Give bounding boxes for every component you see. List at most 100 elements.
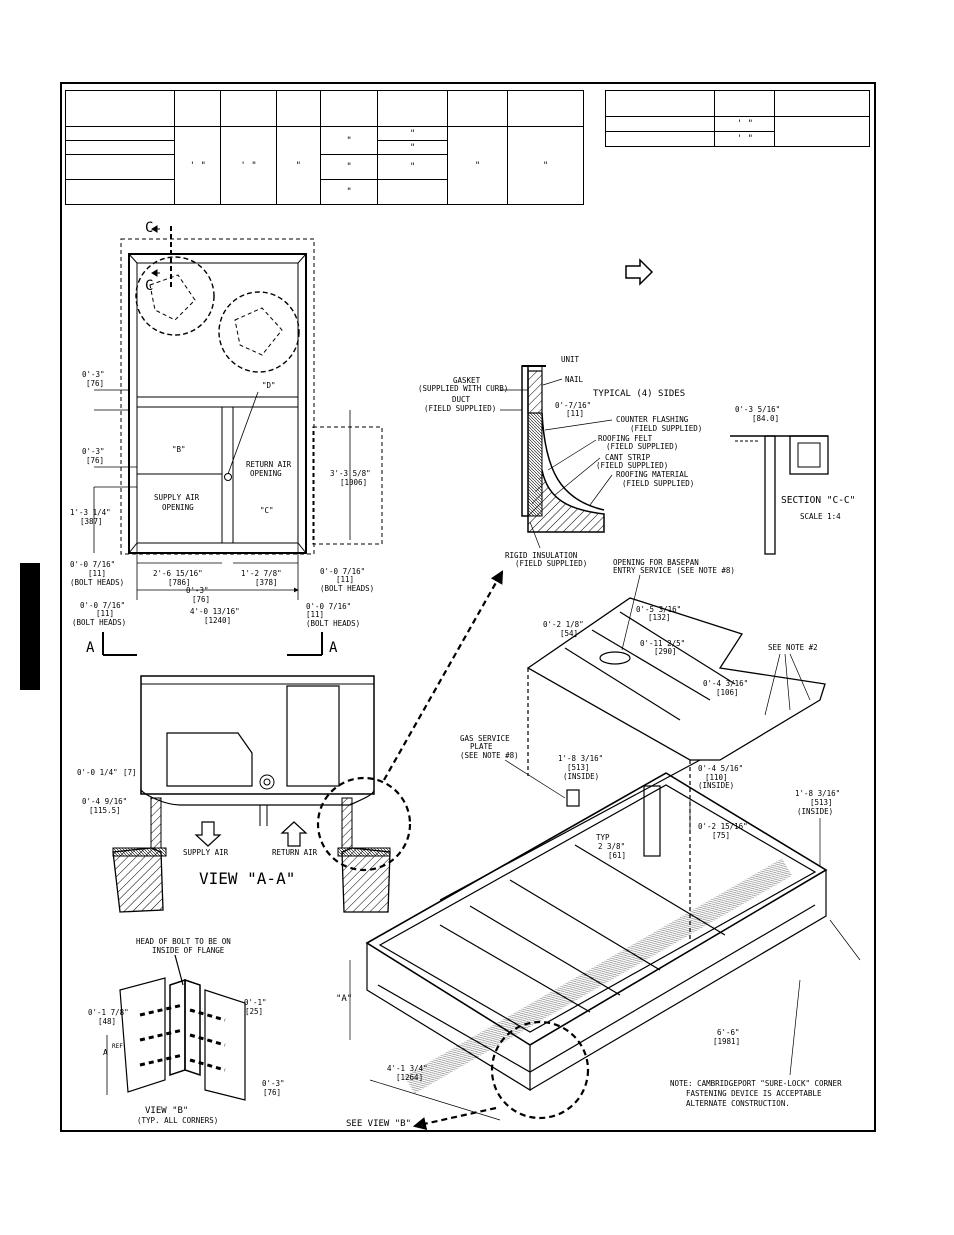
callout: GASKET	[453, 376, 481, 385]
cell-mark: "	[409, 128, 416, 139]
view-aa-title: VIEW "A-A"	[199, 869, 295, 888]
table-cell: ' "	[174, 126, 222, 205]
dim-text: [54]	[560, 629, 578, 638]
dim-text: [76]	[192, 595, 210, 604]
callout: GAS SERVICE	[460, 734, 510, 743]
curb-insulation-hatch	[404, 858, 793, 1094]
dim-text: [11]	[306, 610, 324, 619]
dim-text: 0'-3"	[186, 586, 209, 595]
dim-text: [1981]	[713, 1037, 740, 1046]
supply-air-label: SUPPLY AIR	[183, 848, 229, 857]
callout: (FIELD SUPPLIED)	[424, 404, 496, 413]
table-header-cell	[447, 90, 509, 127]
a-ref: REF	[112, 1043, 123, 1050]
dim-text: 2'-6 15/16"	[153, 569, 203, 578]
dim-text: [1240]	[204, 616, 231, 625]
table-header-cell	[507, 90, 584, 127]
dim-text: 0'-4 3/16"	[703, 679, 748, 688]
dim-text: [132]	[648, 613, 671, 622]
callout: HEAD OF BOLT TO BE ON	[136, 937, 231, 946]
dim-text: 0'-0 7/16"	[80, 601, 125, 610]
dim-text: [513]	[810, 798, 833, 807]
dim-text: 0'-4 5/16"	[698, 764, 743, 773]
table-header-cell	[174, 90, 222, 127]
view-arrow-icon	[287, 632, 323, 656]
dim-text: 0'-0 7/16"	[70, 560, 115, 569]
dim-text: [61]	[608, 851, 626, 860]
dim-text: 1'-2 7/8"	[241, 569, 282, 578]
callout: ROOFING FELT	[598, 434, 653, 443]
dim-text: 0'-1"	[244, 998, 267, 1007]
dim-text: [76]	[86, 379, 104, 388]
table-header-cell	[714, 90, 776, 117]
section-cc-title: SECTION "C-C"	[781, 495, 855, 506]
label-d: "D"	[262, 381, 276, 390]
cell-mark: "	[542, 160, 549, 171]
callout: (FIELD SUPPLIED)	[596, 461, 668, 470]
dim-text: 0'-0 7/16"	[306, 602, 351, 611]
dim-text: (BOLT HEADS)	[70, 578, 124, 587]
note-text: ALTERNATE CONSTRUCTION.	[686, 1099, 790, 1108]
dim-text: (INSIDE)	[563, 772, 599, 781]
callout: (SUPPLIED WITH CURB)	[418, 384, 508, 393]
view-b-subtitle: (TYP. ALL CORNERS)	[137, 1116, 218, 1125]
dim-text: 0'-3"	[82, 447, 105, 456]
callout: (FIELD SUPPLIED)	[622, 479, 694, 488]
dim-text: [48]	[98, 1017, 116, 1026]
section-cc-scale: SCALE 1:4	[800, 512, 841, 521]
return-air-opening-label: OPENING	[250, 469, 282, 478]
dim-text: 1'-8 3/16"	[558, 754, 603, 763]
supply-air-opening-label: OPENING	[162, 503, 194, 512]
note-text: NOTE: CAMBRIDGEPORT "SURE-LOCK" CORNER	[670, 1079, 842, 1088]
dim-text: 0'-1 7/8"	[88, 1008, 129, 1017]
table-header-cell	[275, 90, 321, 127]
dim-text: (BOLT HEADS)	[320, 584, 374, 593]
dim-text: [76]	[86, 456, 104, 465]
dim-text: (BOLT HEADS)	[306, 619, 360, 628]
dim-text: 0'-3"	[82, 370, 105, 379]
table-cell	[64, 179, 176, 205]
curb-dimension-table: ' " ' " " " " " " " " " "	[64, 90, 584, 205]
callout: ROOFING MATERIAL	[616, 470, 689, 479]
cell-mark: "	[346, 162, 352, 172]
callout: RIGID INSULATION	[505, 551, 577, 560]
supply-air-opening-label: SUPPLY AIR	[154, 493, 200, 502]
cell-mark: "	[346, 135, 352, 146]
label-c: "C"	[260, 506, 274, 515]
dim-text: [513]	[567, 763, 590, 772]
isometric-curb	[365, 597, 828, 1092]
table-header-cell	[377, 90, 449, 127]
dim-text: 1'-3 1/4"	[70, 508, 111, 517]
cell-mark: ' "	[189, 160, 206, 171]
dim-text: [76]	[263, 1088, 281, 1097]
section-cc-labels: 0'-3 5/16" [84.0] SECTION "C-C" SCALE 1:…	[735, 405, 855, 521]
dim-text: 0'-3"	[262, 1079, 285, 1088]
table-header-cell	[774, 90, 870, 117]
dim-text: [75]	[712, 831, 730, 840]
view-arrow-icon	[102, 632, 137, 656]
callout: INSIDE OF FLANGE	[152, 946, 225, 955]
view-b-title: VIEW "B"	[145, 1106, 188, 1116]
table-cell	[377, 179, 449, 205]
dim-text: 0'-2 1/8"	[543, 620, 584, 629]
dim-text: [378]	[255, 578, 278, 587]
dim-text: (INSIDE)	[698, 781, 734, 790]
section-c-label-bottom: C	[145, 278, 153, 294]
cell-mark: "	[295, 160, 302, 171]
curb-leader-lines	[500, 378, 613, 549]
dim-text: 0'-5 3/16"	[636, 605, 681, 614]
callout: UNIT	[561, 355, 580, 364]
cell-mark: ' "	[736, 134, 753, 144]
callout: ENTRY SERVICE (SEE NOTE #8)	[613, 566, 735, 575]
unit-weight-table: ' " ' "	[604, 90, 870, 147]
direction-arrow-icon	[625, 258, 654, 286]
dim-text: [106]	[716, 688, 739, 697]
dim-text: [84.0]	[752, 414, 779, 423]
callout: PLATE	[470, 742, 493, 751]
cell-mark: ' "	[736, 119, 753, 129]
dim-text: (BOLT HEADS)	[72, 618, 126, 627]
dim-text: [115.5]	[89, 806, 121, 815]
dim-text: 6'-6"	[717, 1028, 740, 1037]
dim-text: [1006]	[340, 478, 367, 487]
table-cell	[774, 116, 870, 147]
